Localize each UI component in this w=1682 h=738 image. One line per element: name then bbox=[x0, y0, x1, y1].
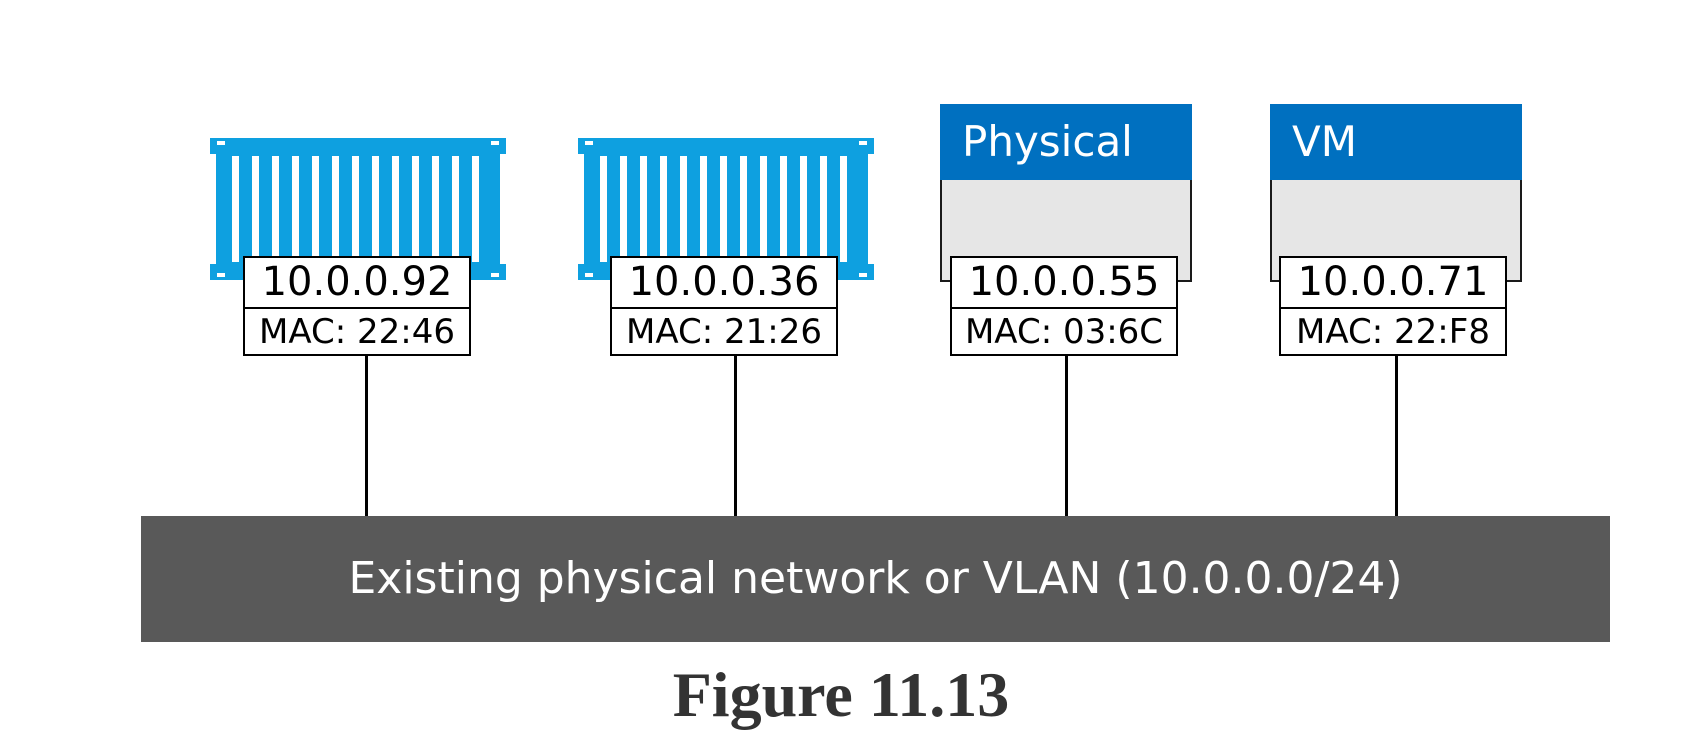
connection-wire bbox=[1065, 354, 1068, 518]
address-label: 10.0.0.55 MAC: 03:6C bbox=[950, 256, 1178, 356]
connection-wire bbox=[365, 354, 368, 518]
address-label: 10.0.0.92 MAC: 22:46 bbox=[243, 256, 471, 356]
vm-host-box: VM bbox=[1270, 104, 1522, 282]
address-label: 10.0.0.36 MAC: 21:26 bbox=[610, 256, 838, 356]
mac-address: MAC: 22:F8 bbox=[1296, 312, 1490, 352]
ip-address: 10.0.0.71 bbox=[1281, 258, 1505, 309]
connection-wire bbox=[1395, 354, 1398, 518]
shipping-container-graphic bbox=[210, 138, 506, 280]
shipping-container-graphic bbox=[578, 138, 874, 280]
connection-wire bbox=[734, 354, 737, 518]
mac-address: MAC: 03:6C bbox=[964, 312, 1164, 352]
ip-address: 10.0.0.55 bbox=[952, 258, 1176, 309]
network-bar: Existing physical network or VLAN (10.0.… bbox=[141, 516, 1610, 642]
host-title: VM bbox=[1270, 104, 1522, 180]
mac-address: MAC: 21:26 bbox=[626, 312, 822, 352]
physical-host-box: Physical bbox=[940, 104, 1192, 282]
ip-address: 10.0.0.36 bbox=[612, 258, 836, 309]
shipping-container-icon bbox=[578, 138, 874, 280]
mac-address: MAC: 22:46 bbox=[259, 312, 455, 352]
ip-address: 10.0.0.92 bbox=[245, 258, 469, 309]
shipping-container-icon bbox=[210, 138, 506, 280]
figure-caption: Figure 11.13 bbox=[672, 659, 1010, 730]
address-label: 10.0.0.71 MAC: 22:F8 bbox=[1279, 256, 1507, 356]
host-title: Physical bbox=[940, 104, 1192, 180]
